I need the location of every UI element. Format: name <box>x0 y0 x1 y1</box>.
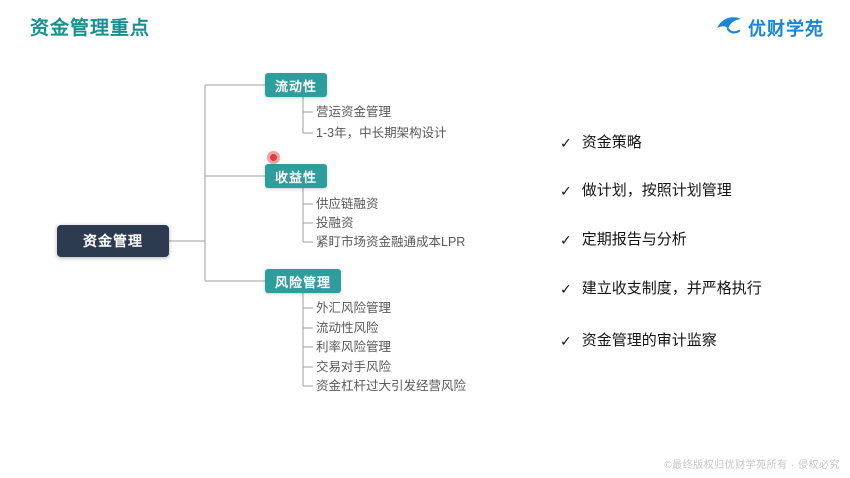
checklist-item-label: 建立收支制度，并严格执行 <box>581 280 762 297</box>
branch-node-risk: 风险管理 <box>265 269 342 293</box>
checklist-item: ✓ 资金管理的审计监察 <box>560 331 717 351</box>
laser-pointer-dot <box>266 150 281 165</box>
child-label: 交易对手风险 <box>316 360 392 374</box>
checklist-item-label: 定期报告与分析 <box>581 231 687 248</box>
checklist-item: ✓ 建立收支制度，并严格执行 <box>560 279 762 299</box>
child-label: 外汇风险管理 <box>316 301 392 315</box>
checklist-item-label: 做计划，按照计划管理 <box>581 182 732 199</box>
checklist-item: ✓ 资金策略 <box>560 133 642 153</box>
child-label: 利率风险管理 <box>316 340 392 354</box>
child-label: 营运资金管理 <box>316 105 392 119</box>
child-label: 流动性风险 <box>316 321 379 335</box>
check-icon: ✓ <box>560 232 572 248</box>
child-label: 紧盯市场资金融通成本LPR <box>316 235 466 249</box>
mindmap-root-node: 资金管理 <box>57 225 169 257</box>
checklist-item-label: 资金策略 <box>581 134 642 151</box>
copyright-text: ©最终版权归优财学苑所有 · 侵权必究 <box>664 460 840 471</box>
checklist-item: ✓ 定期报告与分析 <box>560 230 687 250</box>
child-label: 投融资 <box>316 216 354 230</box>
check-icon: ✓ <box>560 333 572 349</box>
brand-name: 优财学苑 <box>748 18 824 39</box>
child-label: 资金杠杆过大引发经营风险 <box>316 379 467 393</box>
bird-swoosh-icon <box>715 13 743 42</box>
branch-node-liquidity: 流动性 <box>265 73 328 97</box>
checklist-item: ✓ 做计划，按照计划管理 <box>560 181 732 201</box>
brand-logo: 优财学苑 <box>715 13 824 42</box>
page-title: 资金管理重点 <box>30 18 151 39</box>
check-icon: ✓ <box>560 135 572 151</box>
checklist-item-label: 资金管理的审计监察 <box>581 332 717 349</box>
branch-node-profitability: 收益性 <box>265 164 328 188</box>
check-icon: ✓ <box>560 183 572 199</box>
check-icon: ✓ <box>560 281 572 297</box>
child-label: 供应链融资 <box>316 197 379 211</box>
child-label: 1-3年，中长期架构设计 <box>316 126 447 140</box>
